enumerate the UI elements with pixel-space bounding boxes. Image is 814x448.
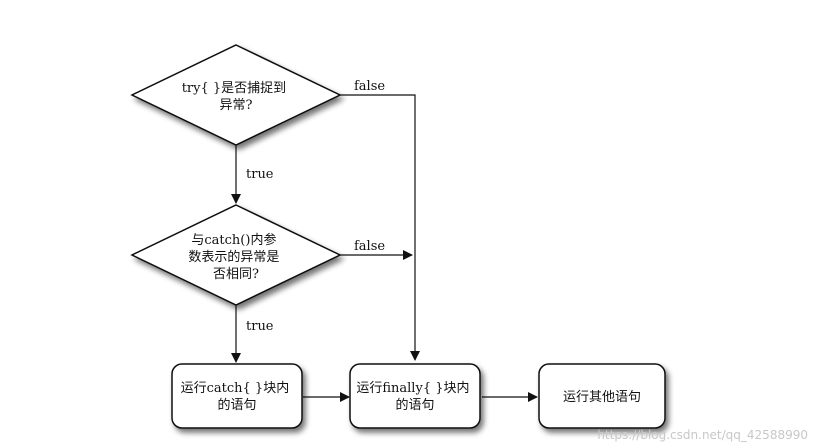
process-finally-label: 运行finally{ }块内 的语句	[356, 380, 473, 413]
edge-label-catch-true: true	[246, 319, 274, 334]
process-catch-shape	[171, 363, 303, 429]
edge-label-catch-false: false	[354, 239, 385, 254]
decision-try-shape	[130, 44, 342, 146]
edge-try-false	[340, 94, 420, 361]
edge-label-try-false: false	[354, 79, 385, 94]
watermark-text: https://blog.csdn.net/qq_42588990	[597, 428, 808, 442]
process-other-label: 运行其他语句	[563, 390, 641, 405]
decision-catch-label: 与catch()内参 数表示的异常是 否相同?	[188, 232, 283, 282]
decision-catch-shape	[130, 204, 342, 306]
decision-try-label: try{ }是否捕捉到 异常?	[182, 80, 291, 113]
process-finally-shape	[349, 363, 481, 429]
edge-label-try-true: true	[246, 167, 274, 182]
process-catch-label: 运行catch{ }块内 的语句	[181, 380, 294, 413]
process-other-shape	[538, 363, 666, 429]
